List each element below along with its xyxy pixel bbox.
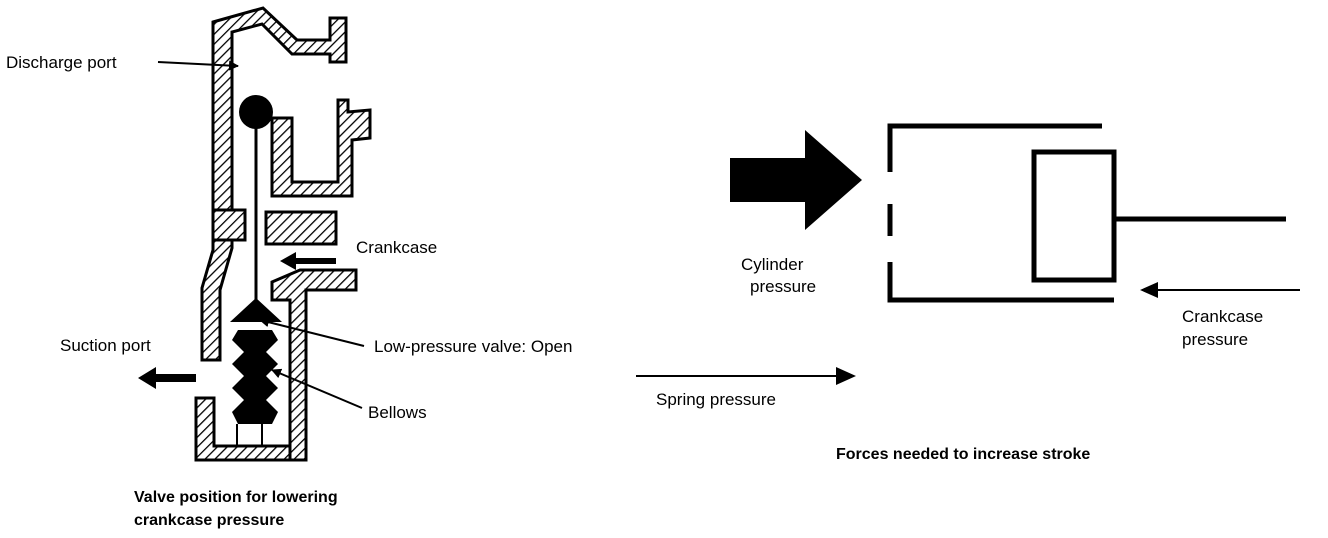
- left-caption-line2: crankcase pressure: [134, 512, 284, 529]
- low-pressure-valve-cone: [230, 298, 282, 322]
- piston: [1031, 149, 1117, 283]
- valve-body-left-wall: [200, 6, 348, 362]
- cylinder-pressure-label-line1: Cylinder: [741, 255, 804, 274]
- spring-pressure-arrowhead: [836, 367, 856, 385]
- discharge-port-label: Discharge port: [6, 53, 117, 72]
- cylinder-pressure-label-line2: pressure: [750, 277, 816, 296]
- stem-guide-left: [211, 208, 247, 242]
- crankcase-passage-upper: [264, 210, 338, 246]
- bellows-chamber-bottom: [194, 396, 292, 462]
- discharge-ball: [239, 95, 273, 129]
- cylinder-pressure-arrow: [730, 130, 862, 230]
- crankcase-label: Crankcase: [356, 238, 437, 257]
- spring-pressure-label: Spring pressure: [656, 390, 776, 409]
- low-pressure-valve-label: Low-pressure valve: Open: [374, 337, 572, 356]
- left-caption-line1: Valve position for lowering: [134, 489, 338, 506]
- stroke-forces-diagram: Cylinder pressure Crankcase pressure Spr…: [636, 123, 1300, 463]
- bellows-shape: [232, 330, 278, 424]
- discharge-inner-wall: [270, 98, 372, 198]
- cylinder-top-wall: [887, 123, 1102, 172]
- bellows-leader: [271, 368, 363, 409]
- bellows-chamber-right-wall: [270, 268, 358, 462]
- bellows-label: Bellows: [368, 403, 427, 422]
- crankcase-pressure-label-line1: Crankcase: [1182, 307, 1263, 326]
- crankcase-flow-arrow: [280, 252, 336, 270]
- valve-cross-section: Discharge port Crankcase Suction port Lo…: [6, 6, 572, 529]
- right-caption: Forces needed to increase stroke: [836, 446, 1090, 463]
- crankcase-pressure-label-line2: pressure: [1182, 330, 1248, 349]
- suction-flow-arrow: [138, 367, 196, 389]
- crankcase-pressure-arrowhead: [1140, 282, 1158, 298]
- low-pressure-valve-leader: [259, 317, 365, 347]
- cylinder-bottom-wall: [887, 262, 1114, 303]
- suction-port-label: Suction port: [60, 336, 151, 355]
- discharge-port-arrow: [157, 60, 239, 71]
